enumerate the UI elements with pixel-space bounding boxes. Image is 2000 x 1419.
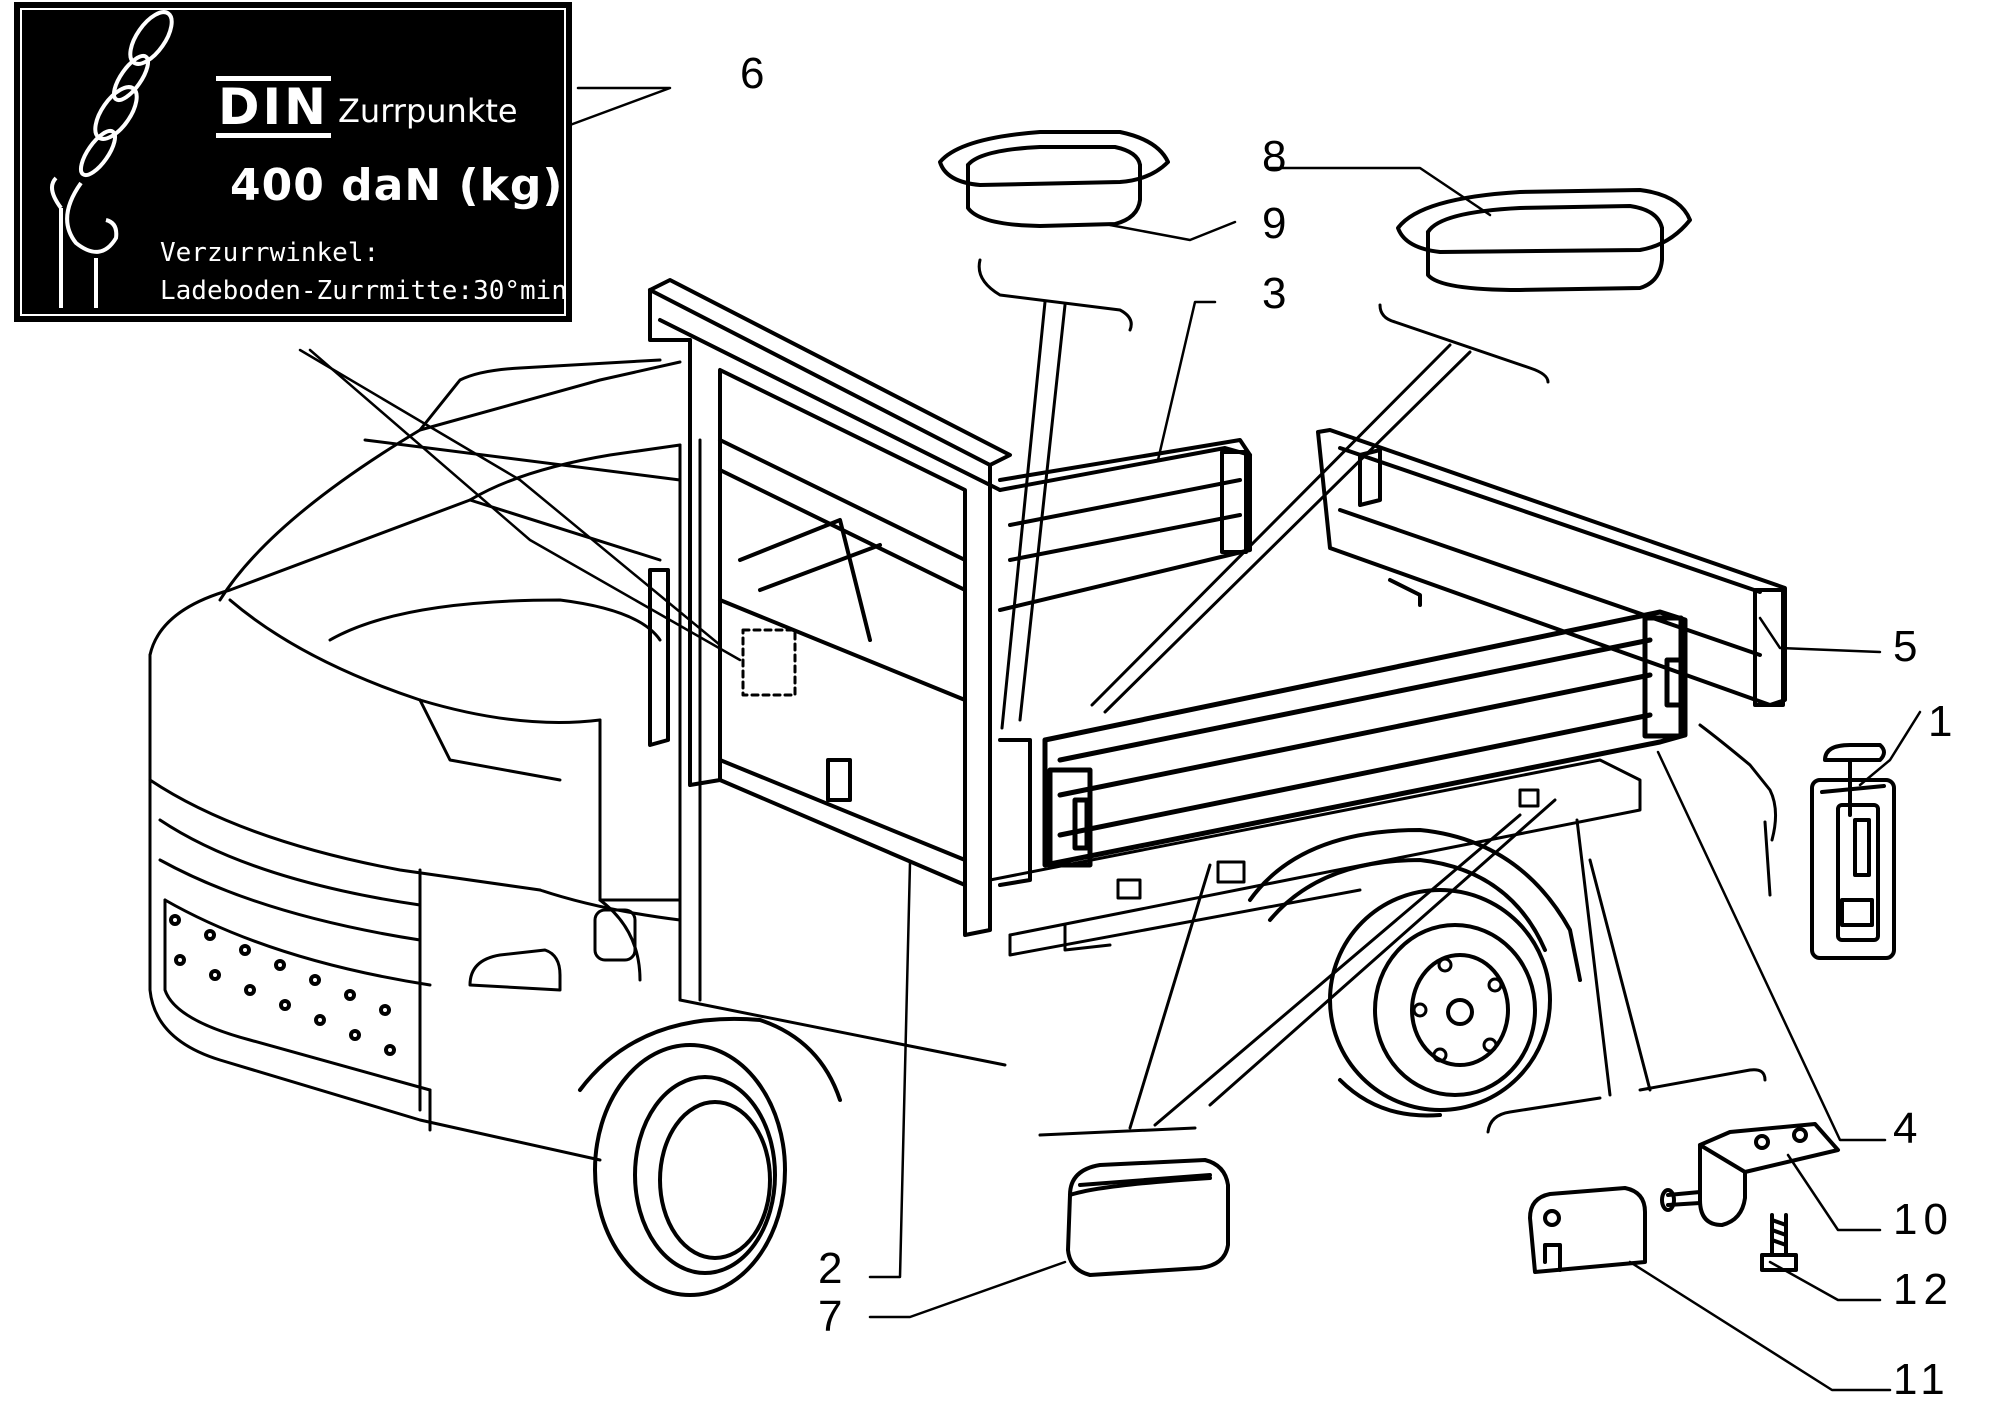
callout-9: 9 <box>1262 199 1293 248</box>
plate-heading: Zurrpunkte <box>338 92 518 130</box>
chassis <box>988 758 1642 957</box>
callout-5: 5 <box>1893 622 1924 671</box>
plate-border <box>20 8 566 316</box>
part-1-latch <box>1810 743 1896 960</box>
plate-standard: DIN <box>216 76 331 138</box>
callout-11: 11 <box>1893 1355 1951 1404</box>
front-bumper <box>163 898 432 1132</box>
plate-line1: Verzurrwinkel: <box>160 238 380 268</box>
rear-wheel <box>1248 828 1582 1118</box>
part-12-bolt <box>1760 1213 1798 1272</box>
callout-10: 10 <box>1893 1195 1954 1244</box>
side-board-far <box>1316 428 1787 707</box>
callout-8: 8 <box>1262 132 1293 181</box>
plate-line2: Ladeboden-Zurrmitte:30°min <box>160 276 567 306</box>
callout-7: 7 <box>818 1292 849 1341</box>
part-11-sleeve <box>1528 1186 1647 1274</box>
callout-6: 6 <box>740 49 771 98</box>
din-label-plate: DIN Zurrpunkte 400 daN (kg) Verzurrwinke… <box>14 2 572 322</box>
callout-3: 3 <box>1262 269 1293 318</box>
part-7-cap <box>1066 1158 1230 1277</box>
callout-12: 12 <box>1893 1265 1954 1314</box>
headboard-frame <box>648 278 1012 937</box>
part-10-bracket <box>1660 1122 1840 1227</box>
part-9-cover <box>938 130 1170 228</box>
part-8-cover <box>1396 188 1692 292</box>
side-board-front <box>1042 609 1688 868</box>
plate-load: 400 daN (kg) <box>230 160 564 211</box>
side-board-rear <box>998 438 1252 887</box>
callout-4: 4 <box>1893 1104 1924 1153</box>
callout-1: 1 <box>1928 697 1959 746</box>
front-wheel <box>578 1016 842 1297</box>
chain-hook-icon <box>50 10 174 308</box>
callout-2: 2 <box>818 1244 849 1293</box>
cab-outline <box>148 358 1007 1162</box>
